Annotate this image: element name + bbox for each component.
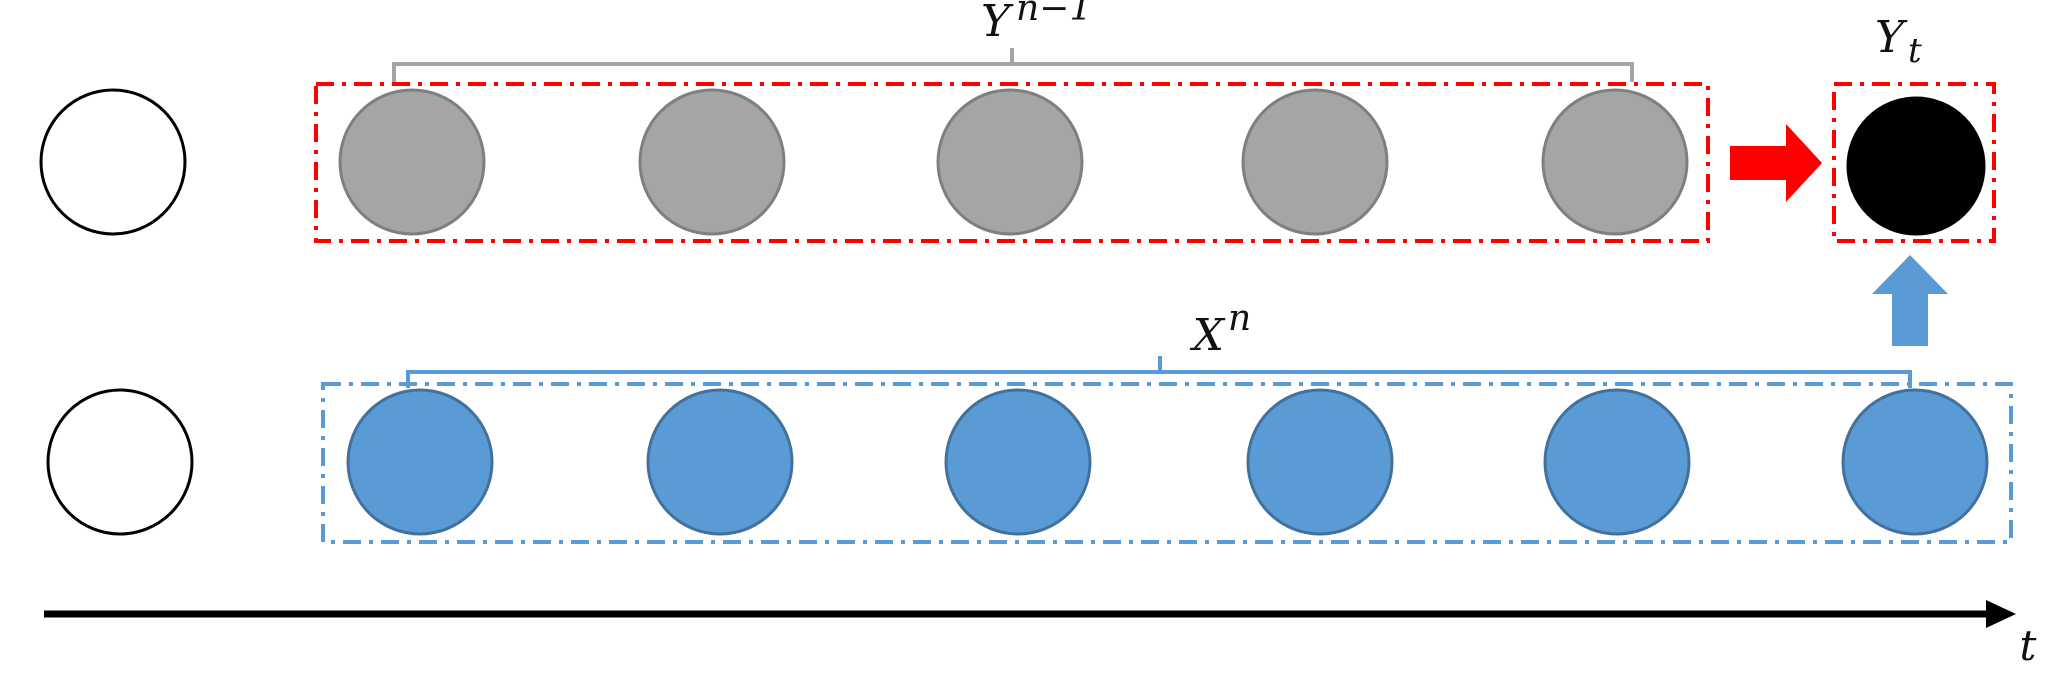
target-group-border bbox=[1832, 82, 1996, 243]
x-node bbox=[1246, 388, 1394, 536]
y-node bbox=[1241, 88, 1389, 236]
y-node bbox=[1541, 88, 1689, 236]
y-node bbox=[936, 88, 1084, 236]
x-node bbox=[1543, 388, 1691, 536]
y-node bbox=[338, 88, 486, 236]
y-history-label: Y bbox=[981, 0, 1014, 47]
x-sequence-bracket bbox=[406, 356, 1912, 388]
right-arrow-icon bbox=[1730, 124, 1822, 202]
time-axis-label: t bbox=[2020, 621, 2037, 670]
target-label-base: Y bbox=[1875, 12, 1908, 63]
target-label-sub: t bbox=[1908, 31, 1922, 71]
x-node bbox=[646, 388, 794, 536]
empty-node-bottom bbox=[46, 388, 194, 536]
time-axis-arrow bbox=[1986, 600, 2016, 628]
y-history-label-base: Y bbox=[981, 0, 1014, 47]
x-sequence-label-sup: n bbox=[1228, 298, 1251, 339]
x-node bbox=[944, 388, 1092, 536]
x-node bbox=[346, 388, 494, 536]
y-history-bracket bbox=[392, 48, 1634, 82]
target-node bbox=[1846, 96, 1986, 236]
empty-node-top bbox=[39, 88, 187, 236]
x-sequence-group-border bbox=[321, 382, 2013, 544]
x-sequence-nodes bbox=[346, 388, 1989, 536]
up-arrow-icon bbox=[1872, 255, 1948, 346]
target-label: Y bbox=[1875, 12, 1908, 63]
x-sequence-label: X bbox=[1190, 310, 1226, 361]
y-history-group-border bbox=[314, 82, 1710, 243]
y-history-nodes bbox=[338, 88, 1689, 236]
x-sequence-label-base: X bbox=[1190, 310, 1226, 361]
y-node bbox=[638, 88, 786, 236]
y-history-label-sup: n−1 bbox=[1016, 0, 1092, 29]
x-node bbox=[1841, 388, 1989, 536]
